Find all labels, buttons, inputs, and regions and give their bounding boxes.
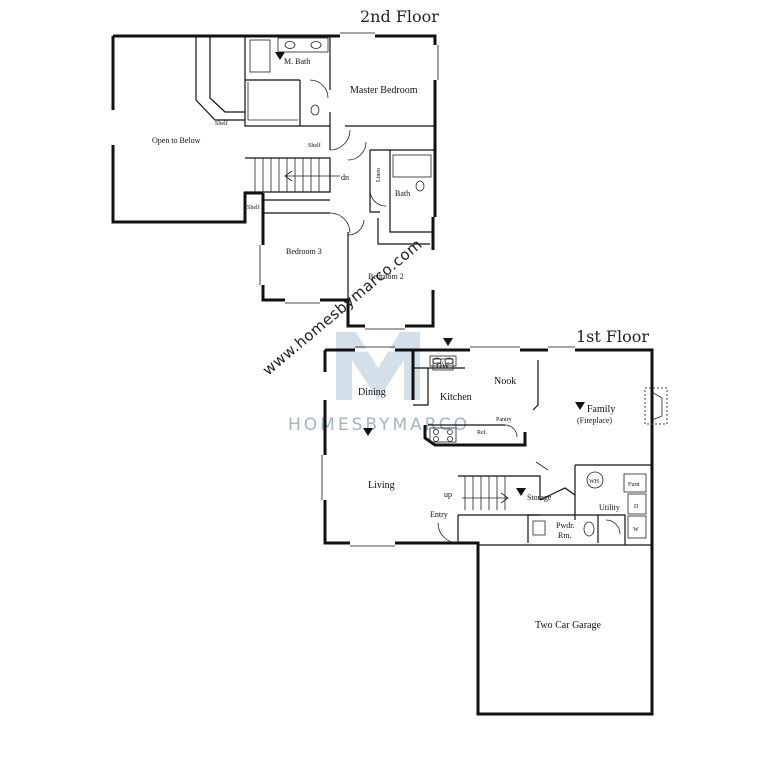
down-arrow-icon — [516, 488, 526, 496]
open-to-below-label: Open to Below — [152, 136, 201, 145]
powder-room-label-line2: Rm. — [558, 531, 572, 540]
shelf-c-label: Shelf — [247, 204, 260, 211]
down-arrow-icon — [363, 428, 373, 436]
pantry-label: Pantry — [496, 417, 512, 423]
family-label: Family — [587, 404, 615, 415]
stair-up-label: up — [444, 490, 452, 499]
fireplace-label: (Fireplace) — [577, 416, 612, 425]
shelf-b-label: Shelf — [308, 142, 321, 149]
stair-dn-label: dn — [341, 173, 349, 182]
watermark-logo: HOMESBYMARCO — [288, 332, 470, 435]
bedroom-2-label: Bedroom 2 — [368, 272, 404, 281]
first-floor-title: 1st Floor — [576, 327, 649, 346]
garage-label: Two Car Garage — [535, 620, 601, 631]
second-floor-title: 2nd Floor — [360, 7, 439, 26]
down-arrow-icon — [275, 52, 285, 60]
m-bath-label: M. Bath — [284, 57, 310, 66]
down-arrow-icon — [575, 402, 585, 410]
down-arrow-icon — [443, 338, 453, 346]
bath-label: Bath — [395, 189, 410, 198]
furn-label: Furn — [628, 482, 639, 488]
powder-room-label: Pwdr. — [556, 521, 574, 530]
bedroom-3-label: Bedroom 3 — [286, 247, 322, 256]
storage-label: Storage — [527, 493, 552, 502]
washer-label: W — [633, 527, 639, 533]
shelf-a-label: Shelf — [215, 120, 228, 127]
dining-label: Dining — [358, 387, 386, 398]
first-floor: 1st Floor — [321, 327, 668, 716]
dryer-label: D — [634, 504, 639, 510]
linen-label: Linen — [376, 168, 382, 182]
second-floor: 2nd Floor — [111, 7, 439, 330]
second-floor-stair — [254, 158, 340, 192]
utility-label: Utility — [599, 503, 620, 512]
wh-label: WH — [589, 479, 600, 485]
kitchen-label: Kitchen — [440, 392, 472, 403]
master-bedroom-label: Master Bedroom — [350, 85, 418, 96]
living-label: Living — [368, 480, 395, 491]
ref-label: Ref. — [477, 429, 488, 436]
first-floor-stair — [462, 476, 509, 510]
entry-label: Entry — [430, 510, 448, 519]
dw-label: DW — [436, 361, 450, 370]
nook-label: Nook — [494, 376, 516, 387]
watermark-brand: HOMESBYMARCO — [288, 415, 470, 435]
